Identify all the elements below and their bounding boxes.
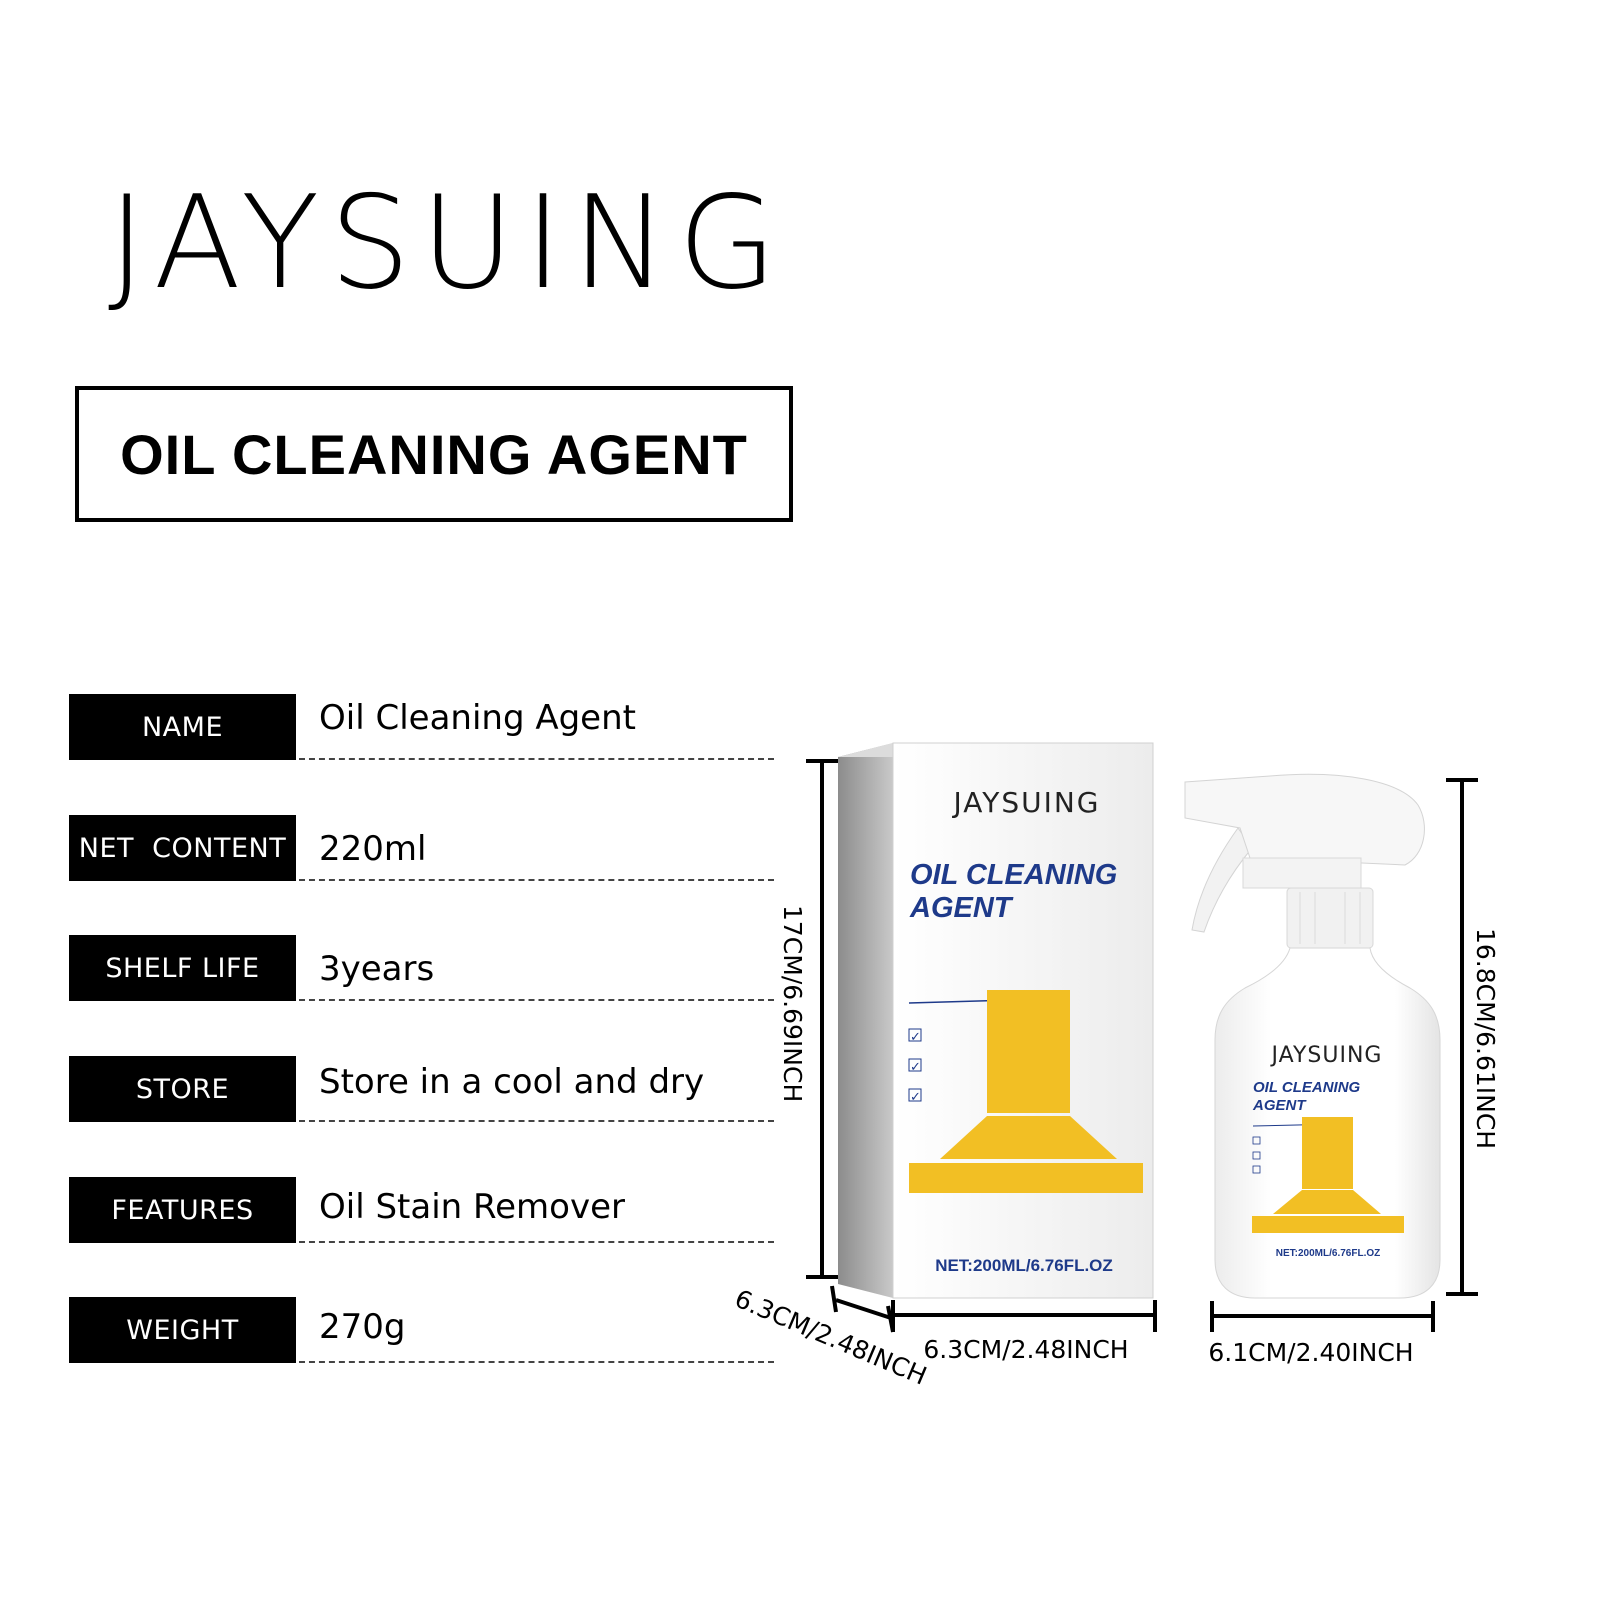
bottle-nozzle-head	[1184, 773, 1425, 866]
product-box: JAYSUING OIL CLEANING AGENT ✓ ✓ ✓ NET:20…	[838, 742, 1154, 1299]
box-brand: JAYSUING	[951, 786, 1100, 819]
svg-text:✓: ✓	[910, 1060, 921, 1075]
dashed-divider	[299, 879, 774, 881]
range-hood-body	[940, 1116, 1117, 1159]
box-depth-label: 6.3CM/2.48INCH	[731, 1284, 931, 1391]
dashed-divider	[299, 1241, 774, 1243]
dashed-divider	[299, 999, 774, 1001]
bottle-brand: JAYSUING	[1270, 1043, 1383, 1068]
spec-value: 220ml	[319, 829, 427, 869]
spec-label: SHELF LIFE	[69, 935, 296, 1001]
box-width-dimension	[891, 1300, 1157, 1332]
box-width-label: 6.3CM/2.48INCH	[923, 1335, 1128, 1364]
bottle-hood-chimney	[1302, 1117, 1353, 1189]
spec-row-weight: WEIGHT 270g	[69, 1297, 774, 1363]
spec-label: NAME	[69, 694, 296, 760]
bottle-hood-body	[1273, 1190, 1381, 1214]
bottle-height-dimension	[1446, 778, 1478, 1296]
box-side-face	[838, 743, 893, 1298]
spray-bottle: JAYSUING OIL CLEANING AGENT NET:200ML/6.…	[1184, 773, 1441, 1299]
bottle-width-label: 6.1CM/2.40INCH	[1208, 1338, 1413, 1367]
dashed-divider	[299, 758, 774, 760]
brand-logo-text: JAYSUING	[108, 169, 787, 318]
spec-row-net-content: NET CONTENT 220ml	[69, 815, 774, 881]
dashed-divider	[299, 1120, 774, 1122]
spec-label: WEIGHT	[69, 1297, 296, 1363]
spec-row-name: NAME Oil Cleaning Agent	[69, 694, 774, 760]
range-hood-base	[909, 1163, 1143, 1193]
range-hood-chimney	[987, 990, 1070, 1113]
box-height-label: 17CM/6.69INCH	[778, 905, 807, 1102]
spec-value: Store in a cool and dry	[319, 1062, 705, 1102]
svg-text:✓: ✓	[910, 1090, 921, 1105]
product-title-box: OIL CLEANING AGENT	[75, 386, 793, 522]
bottle-hood-base	[1252, 1216, 1404, 1233]
spec-row-store: STORE Store in a cool and dry	[69, 1056, 774, 1122]
bottle-neck-collar	[1242, 857, 1362, 889]
spec-row-features: FEATURES Oil Stain Remover	[69, 1177, 774, 1243]
spec-value: Oil Stain Remover	[319, 1187, 625, 1227]
spec-row-shelf-life: SHELF LIFE 3years	[69, 935, 774, 1001]
box-title-line1: OIL CLEANING	[910, 859, 1117, 891]
bottle-width-dimension	[1210, 1301, 1435, 1332]
dashed-divider	[299, 1361, 774, 1363]
spec-label: STORE	[69, 1056, 296, 1122]
spec-value: 270g	[319, 1307, 406, 1347]
bottle-title-line2: AGENT	[1252, 1097, 1307, 1114]
svg-text:✓: ✓	[910, 1030, 921, 1045]
bottle-trigger	[1191, 827, 1253, 933]
bottle-net-content: NET:200ML/6.76FL.OZ	[1276, 1248, 1380, 1259]
bottle-height-label: 16.8CM/6.61INCH	[1471, 928, 1500, 1149]
spec-label: NET CONTENT	[69, 815, 296, 881]
spec-label: FEATURES	[69, 1177, 296, 1243]
product-title: OIL CLEANING AGENT	[120, 422, 748, 486]
box-height-dimension	[806, 759, 838, 1279]
bottle-title-line1: OIL CLEANING	[1253, 1079, 1361, 1096]
spec-value: Oil Cleaning Agent	[319, 698, 636, 738]
box-checkboxes: ✓ ✓ ✓	[908, 1028, 922, 1105]
box-net-content: NET:200ML/6.76FL.OZ	[935, 1256, 1113, 1275]
spec-value: 3years	[319, 949, 435, 989]
box-title-line2: AGENT	[909, 892, 1014, 924]
bottle-checkboxes	[1252, 1136, 1261, 1174]
box-depth-dimension	[830, 1285, 895, 1333]
